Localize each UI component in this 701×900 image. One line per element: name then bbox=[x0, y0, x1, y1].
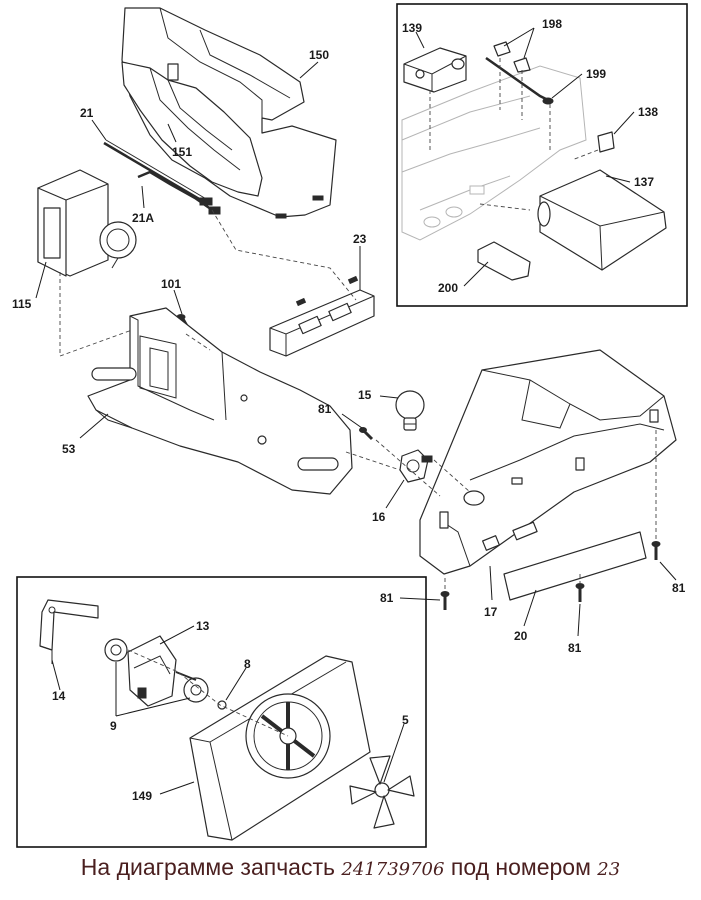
leader-lines bbox=[35, 27, 677, 795]
part-81-screw-left bbox=[440, 591, 450, 610]
part-150-upper-shroud bbox=[121, 7, 337, 219]
part-21a-wire bbox=[137, 170, 221, 215]
callout-20: 20 bbox=[514, 629, 528, 643]
callout-53: 53 bbox=[62, 442, 76, 456]
caption: На диаграмме запчасть 241739706 под номе… bbox=[0, 854, 701, 881]
callout-150: 150 bbox=[309, 48, 329, 62]
part-14-motor-bracket bbox=[39, 599, 99, 664]
part-199-cable bbox=[485, 56, 554, 105]
callout-101: 101 bbox=[161, 277, 181, 291]
assembly-guide-lines bbox=[59, 209, 657, 590]
part-198-clips bbox=[493, 41, 531, 73]
part-9-mount-rings bbox=[104, 638, 209, 703]
callout-137: 137 bbox=[634, 175, 654, 189]
detail-guide-lines bbox=[429, 58, 599, 211]
callout-149: 149 bbox=[132, 789, 152, 803]
caption-middle: под номером bbox=[444, 854, 598, 880]
caption-part-number: 241739706 bbox=[341, 859, 445, 880]
detail-frame-bottom-left bbox=[16, 576, 427, 848]
callout-8: 8 bbox=[244, 657, 251, 671]
callout-15: 15 bbox=[358, 388, 372, 402]
callout-13: 13 bbox=[196, 619, 210, 633]
caption-callout-number: 23 bbox=[597, 859, 621, 880]
callout-23: 23 bbox=[353, 232, 367, 246]
callout-21: 21 bbox=[80, 106, 94, 120]
detail-housing-outline bbox=[401, 65, 587, 241]
callout-199: 199 bbox=[586, 67, 606, 81]
part-20-front-trim bbox=[503, 531, 647, 601]
part-8-washer bbox=[217, 700, 227, 710]
caption-prefix: На диаграмме запчасть bbox=[80, 854, 342, 880]
part-17-dispenser-housing bbox=[419, 349, 677, 575]
detail-frame-top-right bbox=[396, 3, 688, 307]
callout-200: 200 bbox=[438, 281, 458, 295]
callout-9: 9 bbox=[110, 719, 117, 733]
part-81-screw-right bbox=[651, 541, 661, 560]
callout-14: 14 bbox=[52, 689, 66, 703]
callout-138: 138 bbox=[638, 105, 658, 119]
callout-21a: 21A bbox=[132, 211, 154, 225]
part-81-screw-center bbox=[575, 583, 585, 602]
callout-81-upper: 81 bbox=[318, 402, 332, 416]
part-138-clip bbox=[597, 131, 615, 153]
part-23-control-board bbox=[269, 275, 375, 357]
callout-115: 115 bbox=[12, 297, 32, 311]
part-149-fan-shroud bbox=[189, 655, 371, 841]
part-81-screw-upper bbox=[359, 427, 374, 441]
callout-198: 198 bbox=[542, 17, 562, 31]
callout-151: 151 bbox=[172, 145, 192, 159]
callout-labels: 150 151 21 21A 23 115 101 53 81 15 16 17… bbox=[12, 17, 686, 803]
part-16-lamp-socket bbox=[399, 449, 433, 483]
callout-16: 16 bbox=[372, 510, 386, 524]
callout-81-left: 81 bbox=[380, 591, 394, 605]
part-15-light-bulb bbox=[395, 390, 425, 431]
part-137-module bbox=[537, 169, 667, 271]
part-151-lower-shroud bbox=[121, 61, 263, 197]
part-53-mounting-bracket bbox=[87, 307, 353, 495]
callout-5: 5 bbox=[402, 713, 409, 727]
part-5-fan-blade bbox=[349, 755, 415, 829]
callout-139: 139 bbox=[402, 21, 422, 35]
part-139-valve-block bbox=[403, 47, 467, 93]
part-115-control-housing bbox=[37, 169, 137, 277]
callout-81-center: 81 bbox=[568, 641, 582, 655]
callout-81-right: 81 bbox=[672, 581, 686, 595]
part-200-actuator bbox=[477, 241, 531, 281]
callout-17: 17 bbox=[484, 605, 498, 619]
